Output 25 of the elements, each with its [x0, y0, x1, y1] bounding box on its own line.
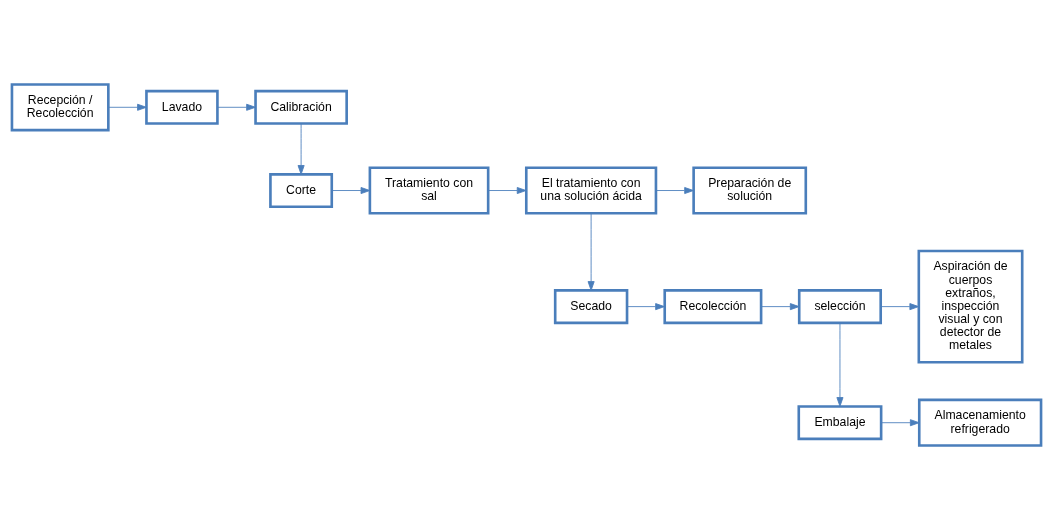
node-box: Almacenamiento refrigerado [917, 398, 1043, 447]
node-box: El tratamiento con una solución ácida [524, 165, 658, 215]
arrow [880, 302, 920, 310]
arrow [836, 322, 844, 407]
node-box: Calibración [254, 89, 348, 125]
node-box: Recepción / Recolección [10, 82, 110, 131]
arrow [655, 186, 694, 194]
node-box: Corte [269, 172, 334, 208]
node-box: Embalaje [797, 404, 883, 440]
arrow [331, 186, 371, 194]
arrow [626, 302, 665, 310]
node-box: Tratamiento con sal [368, 165, 490, 215]
arrow [297, 122, 305, 175]
arrow [217, 103, 256, 111]
node-box: selección [797, 288, 882, 324]
node-box: Lavado [145, 89, 219, 125]
arrow [760, 302, 800, 310]
arrow [487, 186, 527, 194]
node-box: Aspiración de cuerpos extraños, inspección visual y con detector de metales [917, 249, 1024, 364]
arrow [108, 103, 147, 111]
arrow [880, 418, 920, 426]
node-box: Secado [553, 288, 629, 324]
node-box: Recolección [663, 288, 763, 324]
arrow [587, 212, 595, 291]
node-box: Preparación de solución [692, 165, 808, 215]
